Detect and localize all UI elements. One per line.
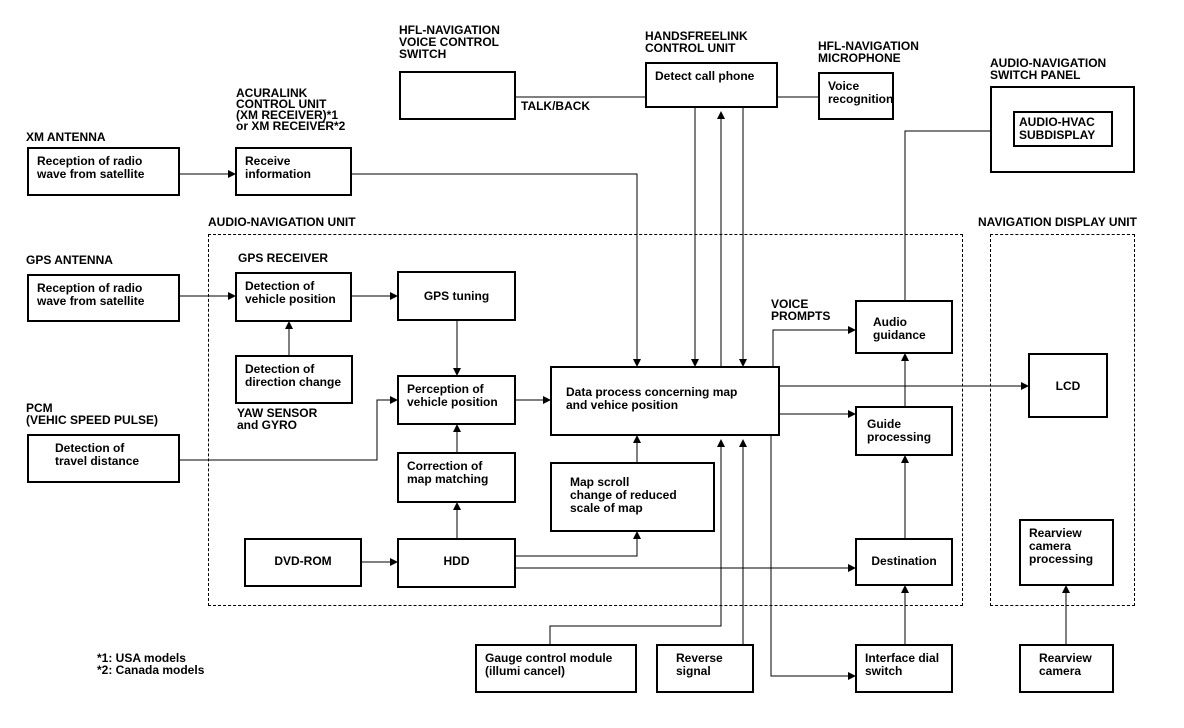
wire-receive-to-data (352, 173, 641, 367)
navigation-display-unit-region (990, 234, 1135, 606)
nav-display-unit-label: NAVIGATION DISPLAY UNIT (978, 215, 1137, 229)
detect-direction-change-text: Detection of direction change (245, 362, 342, 389)
footnote-canada: *2: Canada models (97, 663, 205, 677)
gauge-control-text: Gauge control module (illumi cancel) (485, 651, 613, 678)
rearview-camera-text: Rearview camera (1039, 651, 1092, 678)
detect-call-phone-text: Detect call phone (655, 69, 755, 83)
gps-tuning-box: GPS tuning (397, 271, 516, 321)
lcd-text: LCD (1055, 379, 1081, 393)
wire-data-to-interface (770, 436, 856, 680)
data-process-box: Data process concerning map and vehice p… (550, 366, 780, 436)
hdd-box: HDD (397, 538, 516, 588)
interface-dial-switch-text: Interface dial switch (865, 651, 940, 678)
lcd-box: LCD (1028, 353, 1108, 418)
destination-text: Destination (871, 554, 937, 568)
rearview-camera-box: Rearview camera (1019, 644, 1114, 693)
wire-hdd-to-mapscroll (516, 531, 641, 557)
audio-guidance-box: Audio guidance (855, 300, 953, 354)
hdd-text: HDD (443, 554, 470, 568)
pcm-label: PCM (VEHIC SPEED PULSE) (26, 401, 159, 427)
reverse-signal-box: Reverse signal (656, 644, 754, 693)
detect-direction-change-box: Detection of direction change (235, 355, 353, 404)
gps-reception-box: Reception of radio wave from satellite (27, 274, 180, 322)
xm-reception-text: Reception of radio wave from satellite (37, 154, 145, 181)
rearview-processing-box: Rearview camera processing (1019, 519, 1114, 586)
detect-vehicle-position-box: Detection of vehicle position (235, 272, 352, 322)
data-process-text: Data process concerning map and vehice p… (566, 385, 738, 412)
audio-nav-unit-label: AUDIO-NAVIGATION UNIT (208, 215, 356, 229)
voice-recognition-box: Voice recognition (818, 72, 894, 120)
hfl-mic-label: HFL-NAVIGATION MICROPHONE (818, 39, 919, 65)
detect-call-phone-box: Detect call phone (645, 62, 778, 108)
gps-antenna-label: GPS ANTENNA (26, 253, 113, 267)
receive-information-box: Receive information (235, 147, 352, 196)
map-matching-box: Correction of map matching (397, 452, 516, 503)
dvd-rom-box: DVD-ROM (244, 538, 362, 587)
wire-gauge-to-data (549, 439, 725, 644)
gps-tuning-text: GPS tuning (423, 289, 490, 303)
map-matching-text: Correction of map matching (407, 459, 489, 486)
audio-nav-switch-panel-label: AUDIO-NAVIGATION SWITCH PANEL (990, 56, 1107, 82)
guide-processing-text: Guide processing (867, 417, 932, 444)
voice-prompts-label: VOICE PROMPTS (771, 297, 831, 323)
gps-receiver-label: GPS RECEIVER (238, 251, 329, 265)
yaw-sensor-label: YAW SENSOR and GYRO (237, 406, 318, 432)
guide-processing-box: Guide processing (855, 406, 953, 456)
wire-travel-to-perception (180, 396, 398, 461)
interface-dial-switch-box: Interface dial switch (855, 644, 953, 693)
hfl-voice-switch-box (399, 71, 516, 120)
travel-distance-box: Detection of travel distance (27, 434, 180, 483)
wire-guidance-to-hvac (904, 127, 1014, 300)
audio-hvac-text: AUDIO-HVAC SUBDISPLAY (1019, 115, 1096, 142)
wire-data-to-guidance (772, 326, 856, 366)
dvd-rom-text: DVD-ROM (274, 554, 332, 568)
audio-navigation-unit-region (208, 234, 963, 606)
receive-information-text: Receive information (245, 154, 311, 181)
rearview-processing-text: Rearview camera processing (1029, 526, 1094, 566)
acuralink-label: ACURALINK CONTROL UNIT (XM RECEIVER)*1 o… (236, 86, 346, 133)
xm-reception-box: Reception of radio wave from satellite (27, 147, 180, 196)
detect-vehicle-position-text: Detection of vehicle position (245, 279, 336, 306)
gauge-control-box: Gauge control module (illumi cancel) (475, 644, 637, 693)
gps-reception-text: Reception of radio wave from satellite (37, 281, 145, 308)
xm-antenna-label: XM ANTENNA (26, 130, 106, 144)
handsfree-label: HANDSFREELINK CONTROL UNIT (645, 29, 748, 55)
map-scroll-text: Map scroll change of reduced scale of ma… (570, 475, 677, 515)
map-scroll-box: Map scroll change of reduced scale of ma… (550, 462, 715, 532)
talk-back-label: TALK/BACK (521, 99, 591, 113)
reverse-signal-text: Reverse signal (676, 651, 723, 678)
audio-guidance-text: Audio guidance (873, 315, 926, 342)
destination-box: Destination (855, 538, 953, 586)
travel-distance-text: Detection of travel distance (55, 441, 140, 468)
perception-vehicle-position-text: Perception of vehicle position (407, 382, 498, 409)
perception-vehicle-position-box: Perception of vehicle position (397, 375, 516, 425)
voice-recognition-text: Voice recognition (828, 79, 894, 106)
footnote-usa: *1: USA models (97, 651, 186, 665)
audio-hvac-subdisplay-box: AUDIO-HVAC SUBDISPLAY (1013, 111, 1113, 147)
hfl-switch-label: HFL-NAVIGATION VOICE CONTROL SWITCH (399, 23, 500, 61)
